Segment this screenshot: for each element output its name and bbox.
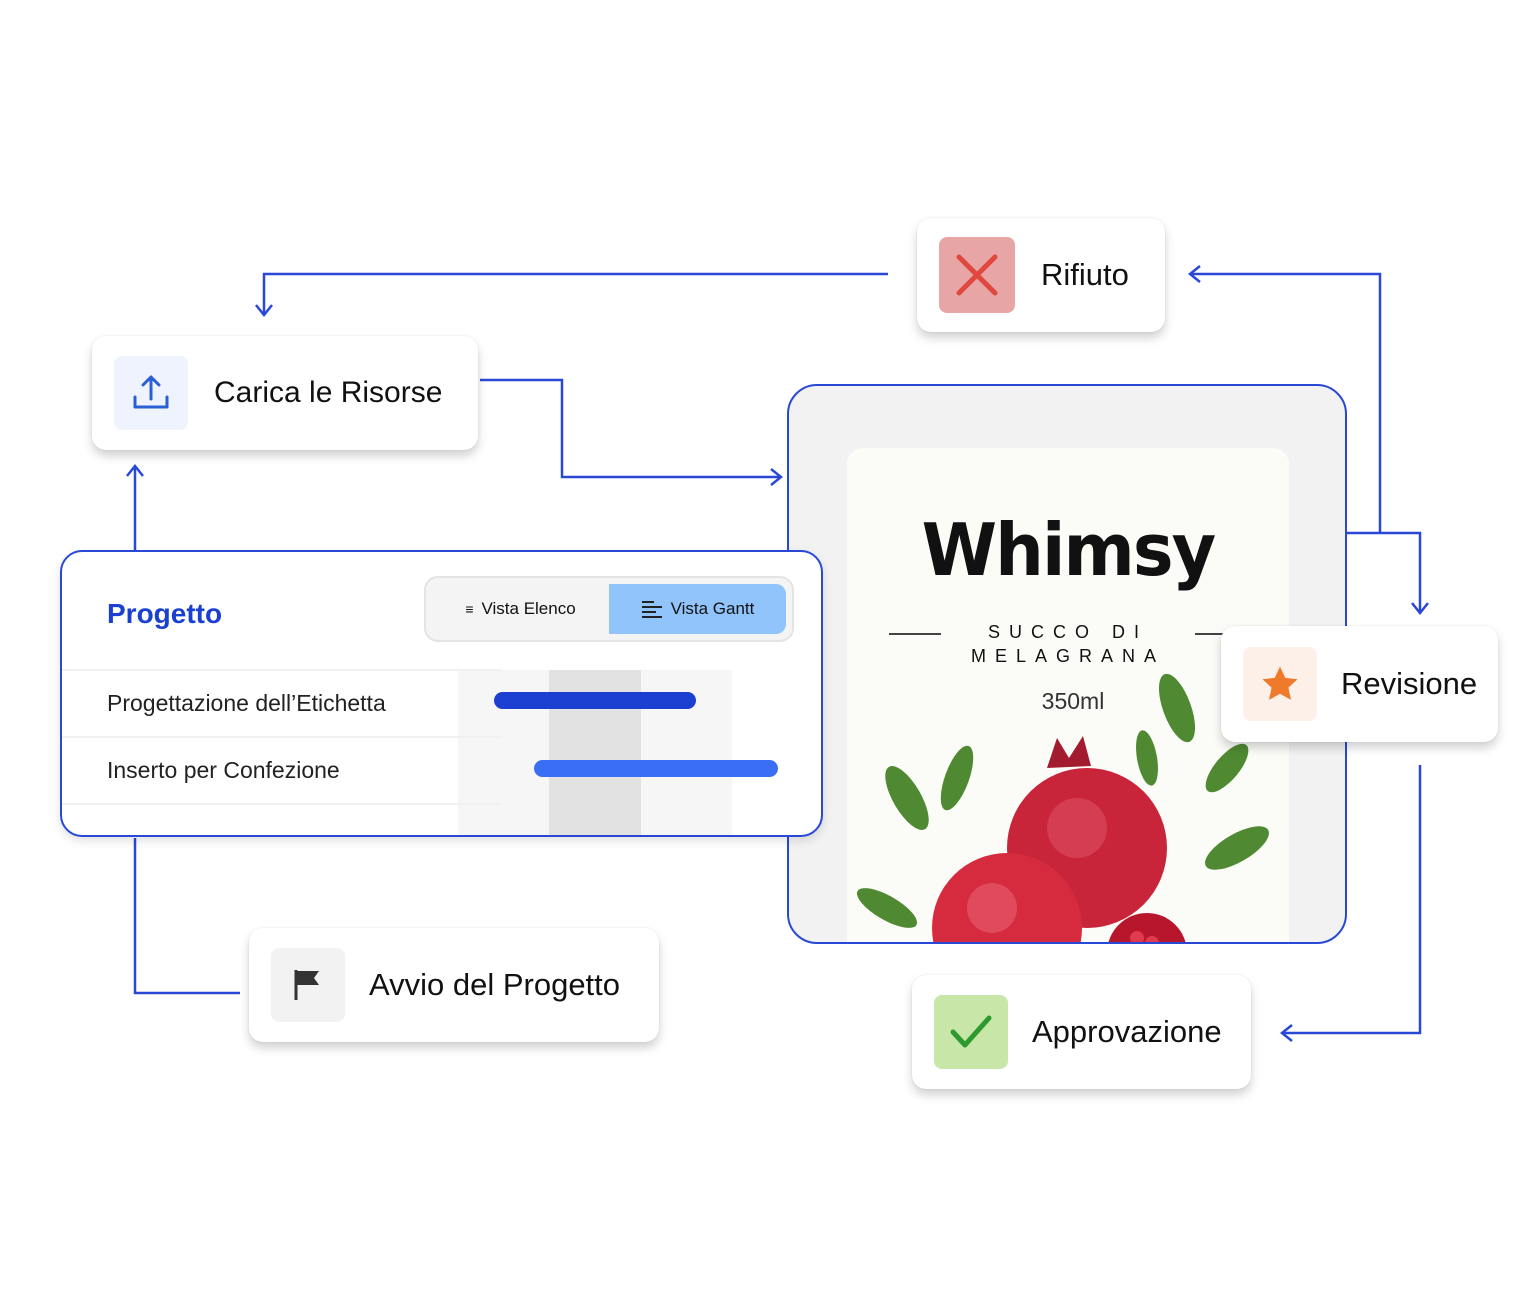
check-icon (934, 995, 1008, 1069)
gantt-icon (641, 601, 662, 618)
project-panel: Progetto ≡ Vista Elenco Vista Gantt Prog… (60, 550, 823, 837)
label-line2: MELAGRANA (970, 646, 1166, 666)
node-label: Revisione (1341, 666, 1478, 701)
node-carica-risorse[interactable]: Carica le Risorse (92, 336, 478, 450)
tab-vista-gantt[interactable]: Vista Gantt (609, 584, 786, 634)
task-name: Progettazione dell’Etichetta (107, 689, 386, 716)
label-paper: Whimsy SUCCO DI MELAGRANA 350ml (847, 448, 1289, 942)
node-label: Avvio del Progetto (369, 967, 621, 1002)
brand-logo: Whimsy (921, 508, 1217, 592)
node-avvio-progetto[interactable]: Avvio del Progetto (249, 928, 659, 1042)
task-row[interactable]: Progettazione dell’Etichetta (62, 669, 502, 735)
tab-label: Vista Gantt (670, 599, 755, 618)
node-label: Approvazione (1032, 1014, 1222, 1049)
tab-label: Vista Elenco (481, 599, 576, 618)
upload-icon (114, 356, 188, 430)
label-volume: 350ml (1041, 688, 1105, 714)
task-name: Inserto per Confezione (107, 756, 340, 783)
node-approvazione[interactable]: Approvazione (912, 975, 1251, 1089)
gantt-bar[interactable] (534, 760, 778, 777)
list-icon: ≡ (465, 601, 474, 617)
task-row[interactable]: Inserto per Confezione (62, 736, 502, 802)
node-label: Carica le Risorse (214, 376, 443, 409)
gantt-bar[interactable] (494, 692, 696, 709)
flag-icon (271, 948, 345, 1022)
project-title: Progetto (107, 598, 223, 629)
x-icon (939, 237, 1015, 313)
view-toggle: ≡ Vista Elenco Vista Gantt (424, 576, 794, 642)
node-revisione[interactable]: Revisione (1221, 626, 1498, 742)
node-label: Rifiuto (1041, 257, 1129, 292)
label-line1: SUCCO DI (987, 622, 1148, 642)
product-label-preview: Whimsy SUCCO DI MELAGRANA 350ml (787, 384, 1347, 944)
node-rifiuto[interactable]: Rifiuto (917, 218, 1165, 332)
tab-vista-elenco[interactable]: ≡ Vista Elenco (432, 584, 609, 634)
pomegranate-illustration (856, 673, 1269, 942)
star-icon (1243, 647, 1317, 721)
